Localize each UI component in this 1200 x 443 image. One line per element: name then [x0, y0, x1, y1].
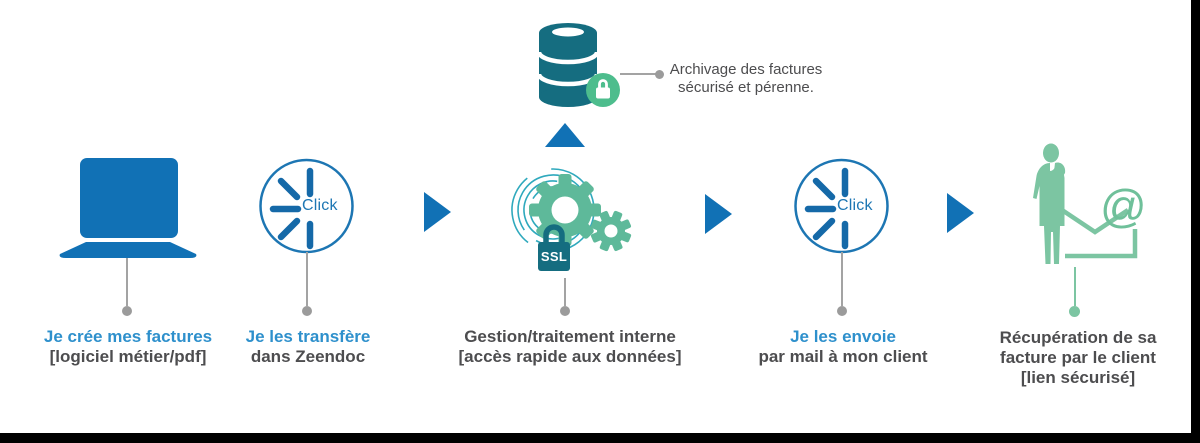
callout-line: [620, 73, 656, 75]
flow-arrow-icon: [947, 193, 974, 233]
step-label-send: Je les envoie par mail à mon client: [743, 327, 943, 367]
gears-ssl-icon: [511, 168, 632, 271]
connector-dot: [122, 306, 132, 316]
click-label: Click: [302, 197, 338, 214]
connector-dot: [837, 306, 847, 316]
click-label: Click: [837, 197, 873, 214]
laptop-icon: [59, 158, 197, 258]
step-title: Gestion/traitement interne: [464, 327, 676, 346]
callout-line2: sécurisé et pérenne.: [678, 79, 814, 96]
large-gear-icon: [529, 174, 601, 246]
connector-stem: [306, 252, 308, 306]
connector-dot: [1069, 306, 1080, 317]
client-mail-icon: [1033, 143, 1138, 264]
callout-dot: [655, 70, 664, 79]
step-label-transfer: Je les transfère dans Zeendoc: [208, 327, 408, 367]
flow-arrow-icon: [424, 192, 451, 232]
step-title2: facture par le client: [1000, 348, 1156, 367]
right-edge-bar: [1191, 0, 1200, 443]
step-title: Je crée mes factures: [43, 327, 213, 346]
click-burst-icon: [794, 158, 889, 254]
step-title: Je les transfère: [245, 327, 371, 346]
connector-stem: [1074, 267, 1076, 306]
step-subtitle: [accès rapide aux données]: [458, 347, 682, 366]
envelope-icon: [1059, 208, 1138, 259]
connector-stem: [841, 252, 843, 306]
step-label-processing: Gestion/traitement interne [accès rapide…: [453, 327, 687, 367]
database-archive-icon: [536, 23, 620, 107]
ssl-label: SSL: [540, 249, 568, 264]
callout-line1: Archivage des factures: [669, 61, 823, 78]
step-label-create-invoices: Je crée mes factures [logiciel métier/pd…: [28, 327, 228, 367]
step-subtitle: par mail à mon client: [758, 347, 928, 366]
step-label-retrieval: Récupération de sa facture par le client…: [978, 328, 1178, 388]
connector-stem: [126, 258, 128, 306]
step-title: Je les envoie: [790, 327, 896, 346]
click-icon: Click: [792, 156, 892, 256]
step-subtitle: dans Zeendoc: [250, 347, 366, 366]
click-burst-icon: [259, 158, 354, 254]
step-subtitle: [lien sécurisé]: [1020, 368, 1136, 387]
archive-callout: Archivage des factures sécurisé et péren…: [664, 61, 828, 97]
connector-dot: [302, 306, 312, 316]
click-icon: Click: [257, 156, 357, 256]
bottom-edge-bar: [0, 433, 1200, 443]
step-subtitle: [logiciel métier/pdf]: [49, 347, 207, 366]
connector-stem: [564, 278, 566, 306]
step-title: Récupération de sa: [999, 328, 1157, 347]
up-arrow-icon: [545, 123, 585, 147]
flow-arrow-icon: [705, 194, 732, 234]
ssl-padlock-icon: [538, 224, 570, 271]
connector-dot: [560, 306, 570, 316]
person-silhouette-icon: [1033, 143, 1066, 264]
small-gear-icon: [590, 210, 632, 252]
at-icon: @: [1100, 180, 1147, 232]
